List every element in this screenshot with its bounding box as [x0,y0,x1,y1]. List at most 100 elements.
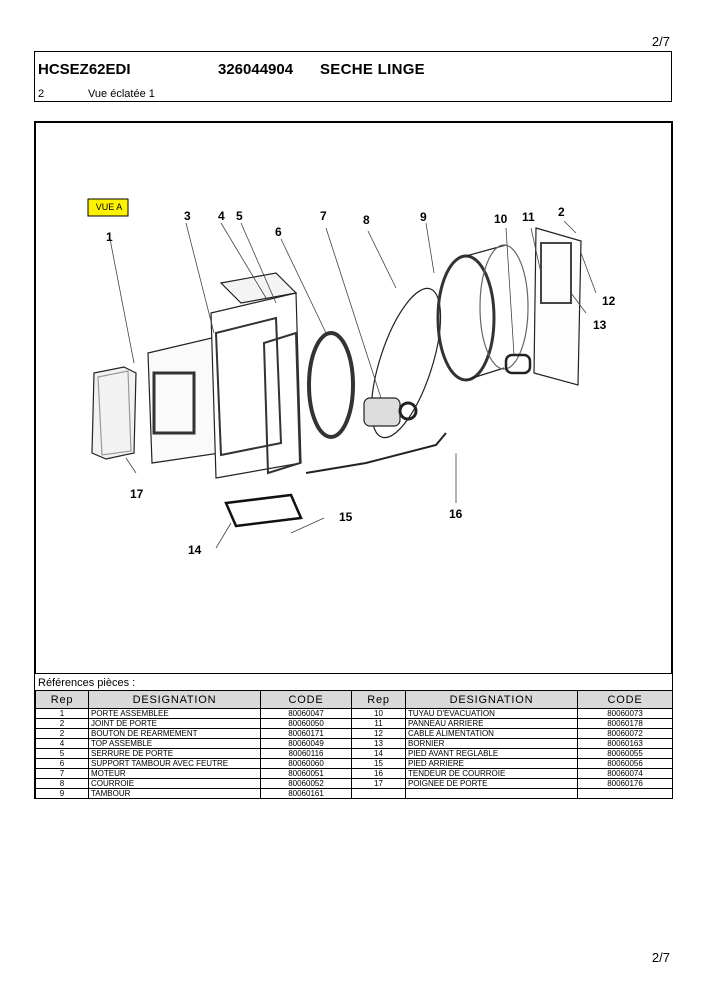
table-cell: 15 [351,758,406,769]
front-panel-part [147,336,221,464]
callout-12: 12 [602,294,616,308]
callout-10: 10 [494,212,508,226]
table-cell: 2 [35,718,89,729]
table-cell: 9 [35,788,89,799]
table-cell: TOP ASSEMBLE [88,738,261,749]
table-cell: 80060072 [577,728,673,739]
table-cell: TENDEUR DE COURROIE [405,768,578,779]
callout-11: 11 [522,210,535,224]
table-cell: PIED AVANT REGLABLE [405,748,578,759]
table-cell: PORTE ASSEMBLEE [88,708,261,719]
table-cell [351,788,406,799]
table-cell: 12 [351,728,406,739]
callout-9: 9 [420,210,427,224]
callout-1: 1 [106,230,113,244]
table-cell: 80060047 [260,708,352,719]
table-cell: MOTEUR [88,768,261,779]
table-cell: CABLE ALIMENTATION [405,728,578,739]
base-part [224,493,303,528]
document-header: HCSEZ62EDI 326044904 SECHE LINGE 2 Vue é… [34,51,672,102]
exhaust-hose-part [504,353,532,375]
table-cell: 80060056 [577,758,673,769]
table-cell: POIGNEE DE PORTE [405,778,578,789]
product-code: 326044904 [218,61,294,78]
table-cell [405,788,578,799]
col-designation-2: DESIGNATION [405,690,578,709]
belt-part [370,287,442,439]
callout-14: 14 [188,543,202,557]
col-rep-2: Rep [351,690,406,709]
table-cell: COURROIE [88,778,261,789]
callout-4: 4 [218,209,225,223]
col-code-2: CODE [577,690,673,709]
drum-support-part [307,331,355,439]
table-cell: 10 [351,708,406,719]
table-cell: 7 [35,768,89,779]
page-number-top: 2/7 [651,34,670,49]
exploded-view-diagram: VUE A 1 2 3 4 5 6 7 8 9 10 11 12 13 14 1… [34,121,673,674]
col-code-1: CODE [260,690,352,709]
back-panel-part [533,227,582,386]
model-number: HCSEZ62EDI [38,61,131,78]
table-cell: 80060052 [260,778,352,789]
table-cell: 80060051 [260,768,352,779]
parts-table: Rep DESIGNATION CODE Rep DESIGNATION COD… [35,690,673,799]
view-title: Vue éclatée 1 [88,88,155,100]
table-header-row: Rep DESIGNATION CODE Rep DESIGNATION COD… [35,690,673,709]
table-cell: 80060161 [260,788,352,799]
table-cell: 80060171 [260,728,352,739]
parts-references: Références pièces : Rep DESIGNATION CODE… [34,674,673,799]
top-part [219,272,298,304]
table-cell: PIED ARRIERE [405,758,578,769]
table-cell [577,788,673,799]
motor-part [363,397,401,427]
table-cell: 80060050 [260,718,352,729]
callout-3: 3 [184,209,191,223]
table-cell: 80060049 [260,738,352,749]
callout-2: 2 [558,205,565,219]
table-cell: 80060116 [260,748,352,759]
callout-17: 17 [130,487,144,501]
table-cell: 2 [35,728,89,739]
table-cell: SERRURE DE PORTE [88,748,261,759]
callout-5: 5 [236,209,243,223]
view-tag-label: VUE A [95,202,123,212]
table-cell: 80060176 [577,778,673,789]
table-cell: 17 [351,778,406,789]
col-designation-1: DESIGNATION [88,690,261,709]
view-tag-box [87,198,129,217]
table-cell: 4 [35,738,89,749]
exploded-view-drawing [87,198,597,549]
callout-16: 16 [449,507,463,521]
callout-8: 8 [363,213,370,227]
table-cell: 16 [351,768,406,779]
callout-15: 15 [339,510,353,524]
table-cell: 5 [35,748,89,759]
table-cell: 80060060 [260,758,352,769]
table-cell: BORNIER [405,738,578,749]
table-cell: 13 [351,738,406,749]
table-cell: TAMBOUR [88,788,261,799]
table-cell: 11 [351,718,406,729]
table-cell: BOUTON DE REARMEMENT [88,728,261,739]
callout-7: 7 [320,209,327,223]
table-cell: 1 [35,708,89,719]
table-cell: SUPPORT TAMBOUR AVEC FEUTRE [88,758,261,769]
table-cell: 80060178 [577,718,673,729]
table-cell: 80060163 [577,738,673,749]
callout-6: 6 [275,225,282,239]
table-cell: 6 [35,758,89,769]
cabinet-part [210,292,302,479]
door-part [91,366,137,460]
callout-13: 13 [593,318,607,332]
table-cell: 80060073 [577,708,673,719]
page-number-bottom: 2/7 [651,950,670,965]
table-cell: 8 [35,778,89,789]
